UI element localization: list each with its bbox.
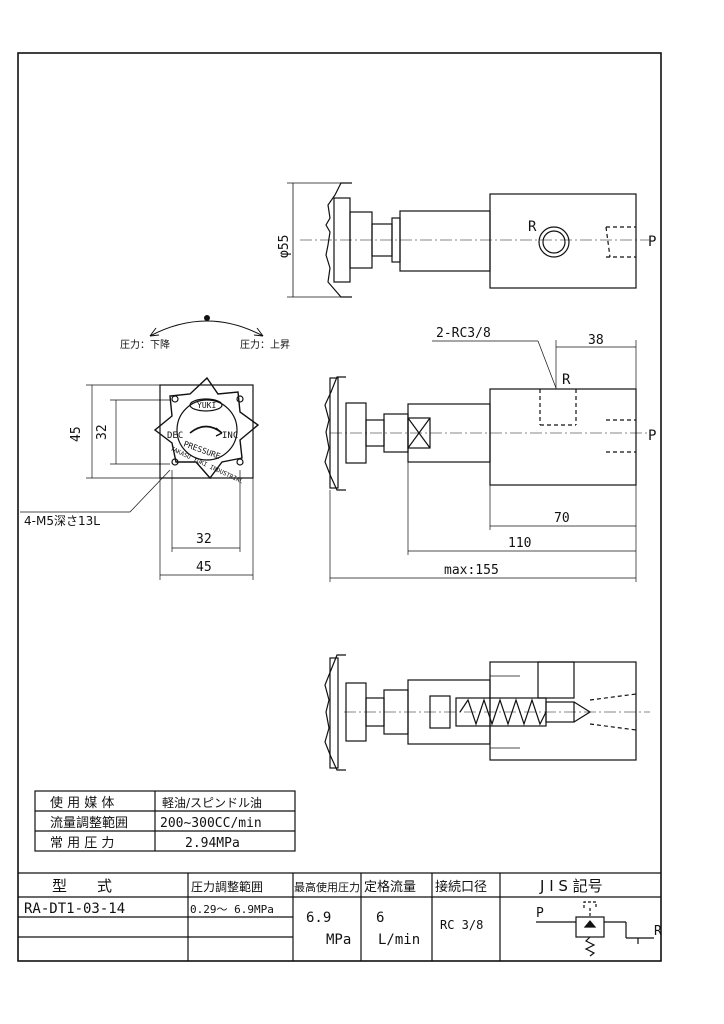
knob-inc: INC — [222, 431, 238, 441]
front-view — [20, 376, 260, 580]
top-dia-label: φ55 — [277, 235, 292, 258]
spec-row-1-value: 軽油/スピンドル油 — [162, 796, 262, 810]
spec-row-3-label: 常 用 圧 力 — [50, 836, 114, 851]
header-model: 型 式 — [52, 877, 112, 895]
spec-row-1-label: 使 用 媒 体 — [50, 795, 114, 811]
side-view — [324, 340, 650, 582]
header-max-pressure: 最高使用圧力 — [294, 880, 360, 894]
rated-flow-unit: L/min — [378, 932, 420, 948]
spec-table-grid — [34, 790, 296, 852]
pressure-down-label: 圧力：下降 — [120, 338, 170, 351]
model-table-grid — [18, 872, 661, 961]
jis-port-p: P — [536, 906, 544, 921]
jis-port-r: R — [654, 924, 662, 939]
dim-110: 110 — [508, 536, 531, 551]
dim-38: 38 — [588, 333, 604, 348]
rated-flow-value: 6 — [376, 910, 384, 926]
side-port-p: P — [648, 428, 656, 444]
knob-logo: YUKI — [197, 401, 216, 410]
spec-row-3-value: 2.94MPa — [185, 836, 240, 851]
pressure-up-label: 圧力：上昇 — [240, 338, 290, 351]
tapped-holes-label: 4-M5深さ13L — [24, 514, 100, 528]
top-port-p: P — [648, 234, 656, 250]
header-pressure-range: 圧力調整範囲 — [191, 879, 263, 894]
header-connection: 接続口径 — [435, 879, 487, 895]
dim-32-width: 32 — [196, 532, 212, 547]
max-pressure-value: 6.9 — [306, 910, 331, 926]
dim-70: 70 — [554, 511, 570, 526]
top-view — [287, 182, 650, 298]
side-port-r: R — [562, 372, 571, 388]
section-view — [324, 654, 650, 771]
dim-32-height: 32 — [95, 424, 110, 440]
dim-45-height: 45 — [69, 426, 84, 442]
spec-row-2-value: 200~300CC/min — [160, 816, 262, 831]
sheet-frame — [17, 52, 662, 962]
max-pressure-unit: MPa — [326, 932, 351, 948]
jis-symbol — [536, 901, 654, 957]
spec-row-2-label: 流量調整範囲 — [50, 816, 128, 831]
pressure-arrow — [149, 315, 264, 337]
header-jis: J I S 記号 — [539, 877, 603, 895]
connection-value: RC 3/8 — [440, 918, 483, 932]
top-port-r: R — [528, 219, 537, 235]
pressure-range-value: 0.29～ 6.9MPa — [190, 903, 274, 916]
rc-label: 2-RC3/8 — [436, 326, 491, 341]
model-number: RA-DT1-03-14 — [24, 901, 125, 917]
header-rated-flow: 定格流量 — [364, 879, 416, 895]
dim-45-width: 45 — [196, 560, 212, 575]
knob-dec: DEC — [167, 431, 183, 441]
dim-155: max:155 — [444, 563, 499, 578]
